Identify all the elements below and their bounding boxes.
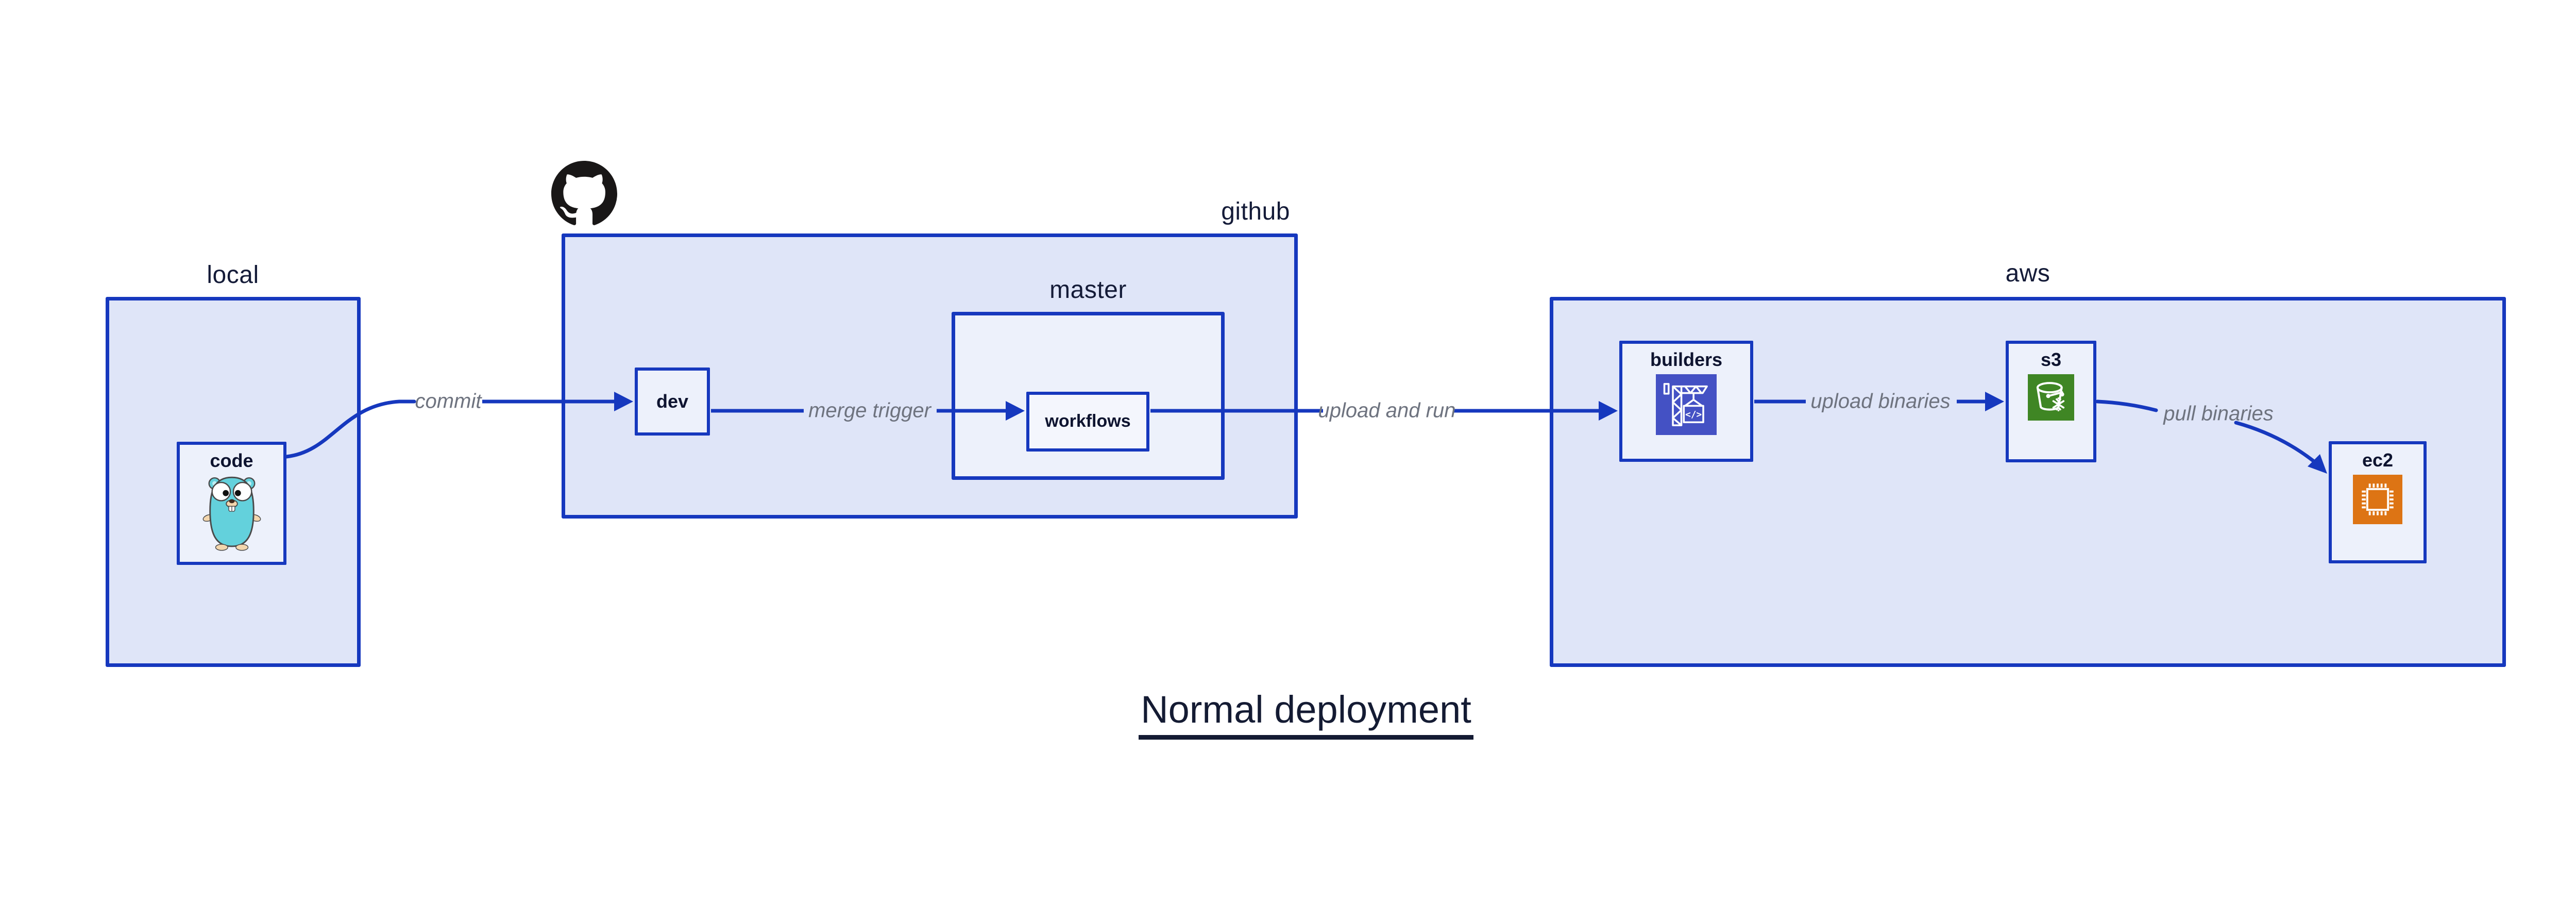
node-code: code: [177, 442, 286, 565]
node-workflows-label: workflows: [1045, 411, 1131, 431]
node-s3-label: s3: [2040, 349, 2062, 370]
codebuild-code-glyph: </>: [1685, 410, 1702, 420]
github-octocat-icon: [551, 161, 617, 225]
diagram-title: Normal deployment: [1048, 690, 1564, 740]
node-workflows: workflows: [1026, 392, 1149, 452]
aws-s3-bucket-icon: [2028, 374, 2074, 421]
node-s3: s3: [2006, 341, 2096, 462]
node-builders: builders </>: [1619, 341, 1753, 462]
diagram-title-text: Normal deployment: [1139, 690, 1473, 740]
group-label-local: local: [207, 261, 259, 289]
go-gopher-icon: [202, 477, 261, 551]
node-ec2-label: ec2: [2362, 449, 2394, 471]
edge-label-upload-and-run: upload and run: [1318, 399, 1456, 422]
aws-codebuild-crane-icon: </>: [1656, 374, 1717, 436]
edge-label-merge-trigger: merge trigger: [808, 399, 931, 422]
group-label-aws: aws: [2005, 260, 2050, 287]
node-ec2: ec2: [2329, 441, 2427, 563]
edge-label-upload-binaries: upload binaries: [1810, 390, 1951, 413]
group-label-master: master: [1049, 276, 1127, 304]
node-dev-label: dev: [656, 391, 689, 412]
edge-label-pull-binaries: pull binaries: [2163, 402, 2274, 425]
group-label-github: github: [1221, 198, 1290, 225]
node-builders-label: builders: [1650, 349, 1723, 370]
node-dev: dev: [635, 368, 710, 436]
node-code-label: code: [210, 450, 253, 471]
edge-label-commit: commit: [415, 390, 482, 413]
aws-ec2-chip-icon: [2353, 475, 2402, 525]
